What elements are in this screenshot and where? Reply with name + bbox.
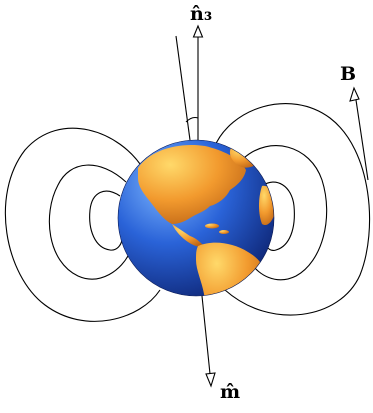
earth-globe (117, 139, 275, 297)
north-america-landmass (138, 144, 246, 224)
label-n3: n̂₃ (190, 3, 212, 25)
field-vector-b (349, 86, 369, 181)
field-line-right-outer (213, 103, 371, 316)
magnetic-moment-arrowhead (205, 372, 216, 388)
magnetic-moment-axis (175, 35, 216, 388)
field-vector-b-arrowhead (349, 86, 360, 102)
field-lines-left (4, 127, 161, 322)
field-line-left-outer (4, 127, 161, 322)
magnetic-axis-top-line (175, 35, 191, 141)
tilt-angle-arc (185, 116, 199, 123)
field-line-right-inner (261, 181, 295, 251)
rotation-axis-arrowhead (192, 24, 204, 38)
caribbean-island (205, 223, 219, 229)
field-lines-right (213, 103, 371, 316)
rotation-axis (192, 24, 204, 140)
field-line-left-middle (48, 164, 131, 280)
central-america-landmass (172, 224, 204, 247)
caribbean-island (219, 230, 229, 234)
magnetic-moment-line (201, 295, 211, 375)
earth-outline (117, 139, 275, 297)
south-america-landmass (196, 242, 266, 296)
field-line-right-middle (243, 145, 328, 281)
field-line-left-inner (89, 190, 123, 251)
label-m: m̂ (220, 381, 240, 403)
label-b: B (340, 63, 356, 85)
field-vector-b-line (355, 99, 369, 181)
